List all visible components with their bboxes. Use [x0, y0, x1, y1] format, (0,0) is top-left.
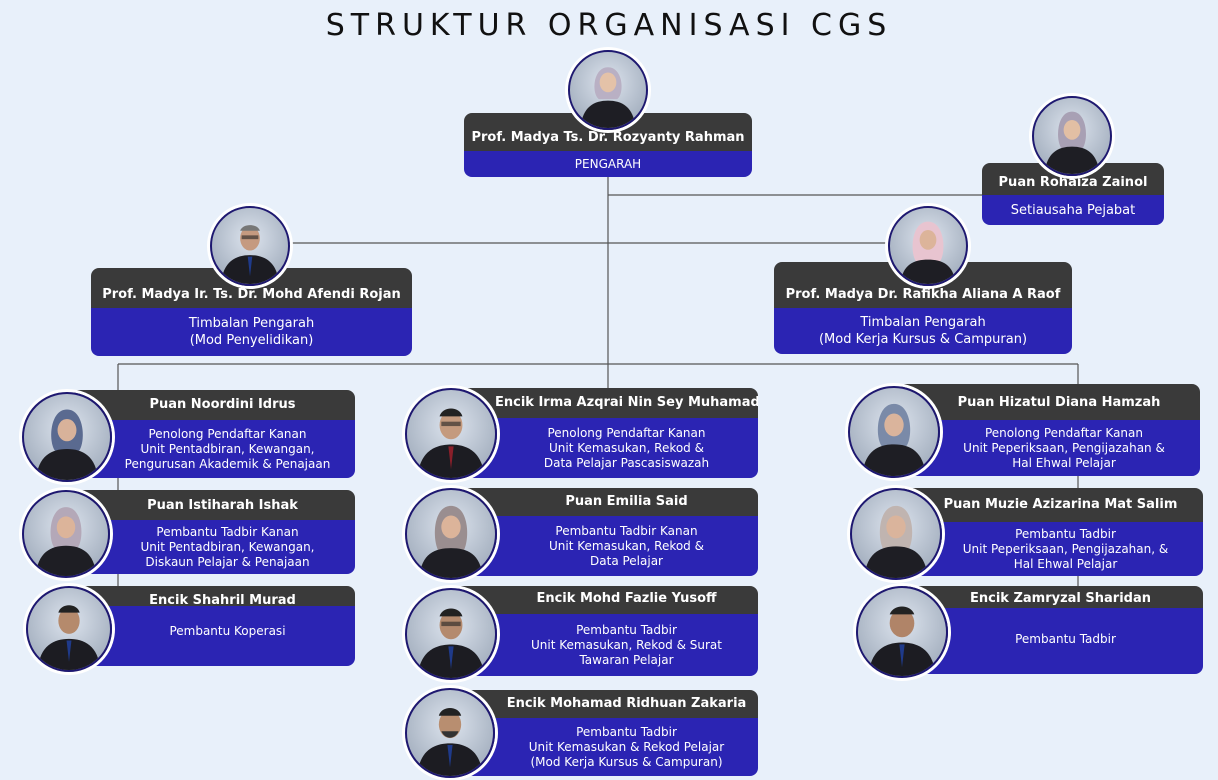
- person-icon: [862, 403, 926, 476]
- person-icon: [417, 708, 483, 776]
- person-icon: [37, 605, 101, 670]
- role-box: Pembantu Tadbir Unit Kemasukan, Rekod & …: [455, 614, 758, 676]
- role-line: Unit Peperiksaan, Pengijazahan, &: [962, 541, 1169, 556]
- card-m1: Encik Irma Azqrai Nin Sey Muhamad Penolo…: [455, 388, 758, 478]
- role-line: Unit Peperiksaan, Pengijazahan &: [963, 440, 1165, 455]
- role-line: Unit Kemasukan, Rekod &: [549, 538, 704, 553]
- role-box: Penolong Pendaftar Kanan Unit Peperiksaa…: [898, 420, 1200, 476]
- photo-l1: [22, 392, 112, 482]
- card-r3: Encik Zamryzal Sharidan Pembantu Tadbir: [898, 586, 1203, 674]
- card-l3: Encik Shahril Murad Pembantu Koperasi: [70, 586, 355, 666]
- name-bar: Encik Irma Azqrai Nin Sey Muhamad: [455, 388, 758, 418]
- photo-deputy-left: [210, 206, 290, 286]
- role-line: Unit Pentadbiran, Kewangan,: [140, 539, 315, 554]
- card-r2: Puan Muzie Azizarina Mat Salim Pembantu …: [898, 488, 1203, 576]
- role-box: Pembantu Tadbir Kanan Unit Pentadbiran, …: [70, 520, 355, 574]
- person-icon: [580, 67, 636, 128]
- role-line: (Mod Kerja Kursus & Campuran): [530, 754, 723, 769]
- role-line: Unit Pentadbiran, Kewangan,: [140, 441, 315, 456]
- role-line: Pembantu Tadbir: [1015, 526, 1116, 541]
- name-bar: Puan Emilia Said: [455, 488, 758, 516]
- role-line: Penolong Pendaftar Kanan: [547, 425, 706, 440]
- person-icon: [417, 608, 485, 678]
- card-m3: Encik Mohd Fazlie Yusoff Pembantu Tadbir…: [455, 586, 758, 676]
- person-icon: [419, 505, 483, 578]
- photo-r2: [850, 488, 942, 580]
- photo-l3: [26, 586, 112, 672]
- photo-secretary: [1032, 96, 1112, 176]
- role-line: Hal Ehwal Pelajar: [1012, 455, 1116, 470]
- role-line: Pembantu Koperasi: [169, 623, 286, 638]
- role-line: Unit Kemasukan, Rekod &: [549, 440, 704, 455]
- role-line: Pembantu Tadbir: [1015, 631, 1116, 646]
- role-box: Pembantu Tadbir: [898, 608, 1203, 674]
- person-icon: [221, 225, 279, 284]
- role-box: Timbalan Pengarah (Mod Penyelidikan): [91, 308, 412, 356]
- card-l2: Puan Istiharah Ishak Pembantu Tadbir Kan…: [70, 490, 355, 574]
- photo-deputy-right: [888, 206, 968, 286]
- role-box: Pembantu Tadbir Unit Kemasukan & Rekod P…: [455, 718, 758, 776]
- role-line: Data Pelajar: [590, 553, 663, 568]
- name-bar: Encik Mohamad Ridhuan Zakaria: [455, 690, 758, 718]
- role-line: Diskaun Pelajar & Penajaan: [145, 554, 310, 569]
- role-box: PENGARAH: [464, 151, 752, 177]
- person-icon: [1044, 111, 1100, 174]
- role-line: Penolong Pendaftar Kanan: [148, 426, 307, 441]
- role-line: Pembantu Tadbir Kanan: [156, 524, 299, 539]
- role-box: Penolong Pendaftar Kanan Unit Pentadbira…: [70, 420, 355, 478]
- role-line: Data Pelajar Pascasiswazah: [543, 455, 710, 470]
- card-r1: Puan Hizatul Diana Hamzah Penolong Penda…: [898, 384, 1200, 476]
- role-line: (Mod Penyelidikan): [189, 333, 314, 348]
- photo-m4: [405, 688, 495, 778]
- name-bar: Encik Zamryzal Sharidan: [898, 586, 1203, 612]
- role-line: Timbalan Pengarah: [860, 315, 986, 330]
- person-icon: [864, 505, 928, 578]
- role-line: Pengurusan Akademik & Penajaan: [124, 456, 331, 471]
- role-line: Penolong Pendaftar Kanan: [984, 425, 1143, 440]
- role-line: Pembantu Tadbir Kanan: [555, 523, 698, 538]
- name-bar: Puan Istiharah Ishak: [70, 490, 355, 520]
- card-m4: Encik Mohamad Ridhuan Zakaria Pembantu T…: [455, 690, 758, 776]
- photo-m1: [405, 388, 497, 480]
- role-box: Setiausaha Pejabat: [982, 195, 1164, 225]
- name-bar: Puan Noordini Idrus: [70, 390, 355, 420]
- person-icon: [36, 409, 98, 480]
- role-line: (Mod Kerja Kursus & Campuran): [818, 332, 1028, 347]
- role-box: Penolong Pendaftar Kanan Unit Kemasukan,…: [455, 418, 758, 478]
- role-line: Pembantu Tadbir: [576, 724, 677, 739]
- name-bar: Puan Hizatul Diana Hamzah: [898, 384, 1200, 420]
- role-line: Pembantu Tadbir: [576, 622, 677, 637]
- photo-r1: [848, 386, 940, 478]
- person-icon: [900, 221, 956, 284]
- photo-m3: [405, 588, 497, 680]
- role-line: Timbalan Pengarah: [188, 316, 315, 331]
- role-box: Pembantu Koperasi: [70, 606, 355, 666]
- role-line: Tawaran Pelajar: [579, 652, 674, 667]
- role-line: Unit Kemasukan & Rekod Pelajar: [528, 739, 725, 754]
- name-bar: Puan Muzie Azizarina Mat Salim: [898, 488, 1203, 522]
- card-m2: Puan Emilia Said Pembantu Tadbir Kanan U…: [455, 488, 758, 576]
- card-l1: Puan Noordini Idrus Penolong Pendaftar K…: [70, 390, 355, 478]
- chart-title: STRUKTUR ORGANISASI CGS: [325, 8, 893, 43]
- photo-r3: [856, 586, 948, 678]
- role-line: Hal Ehwal Pelajar: [1013, 556, 1118, 571]
- role-line: Unit Kemasukan, Rekod & Surat: [531, 637, 722, 652]
- person-icon: [868, 606, 936, 676]
- photo-m2: [405, 488, 497, 580]
- role-line: PENGARAH: [574, 156, 642, 171]
- role-box: Timbalan Pengarah (Mod Kerja Kursus & Ca…: [774, 308, 1072, 354]
- person-icon: [35, 507, 97, 576]
- photo-director: [568, 50, 648, 130]
- person-icon: [417, 408, 485, 478]
- role-box: Pembantu Tadbir Kanan Unit Kemasukan, Re…: [455, 516, 758, 576]
- card-director: Prof. Madya Ts. Dr. Rozyanty Rahman PENG…: [464, 113, 752, 177]
- role-line: Setiausaha Pejabat: [1010, 202, 1136, 218]
- role-box: Pembantu Tadbir Unit Peperiksaan, Pengij…: [898, 522, 1203, 576]
- name-bar: Encik Mohd Fazlie Yusoff: [455, 586, 758, 614]
- photo-l2: [22, 490, 110, 578]
